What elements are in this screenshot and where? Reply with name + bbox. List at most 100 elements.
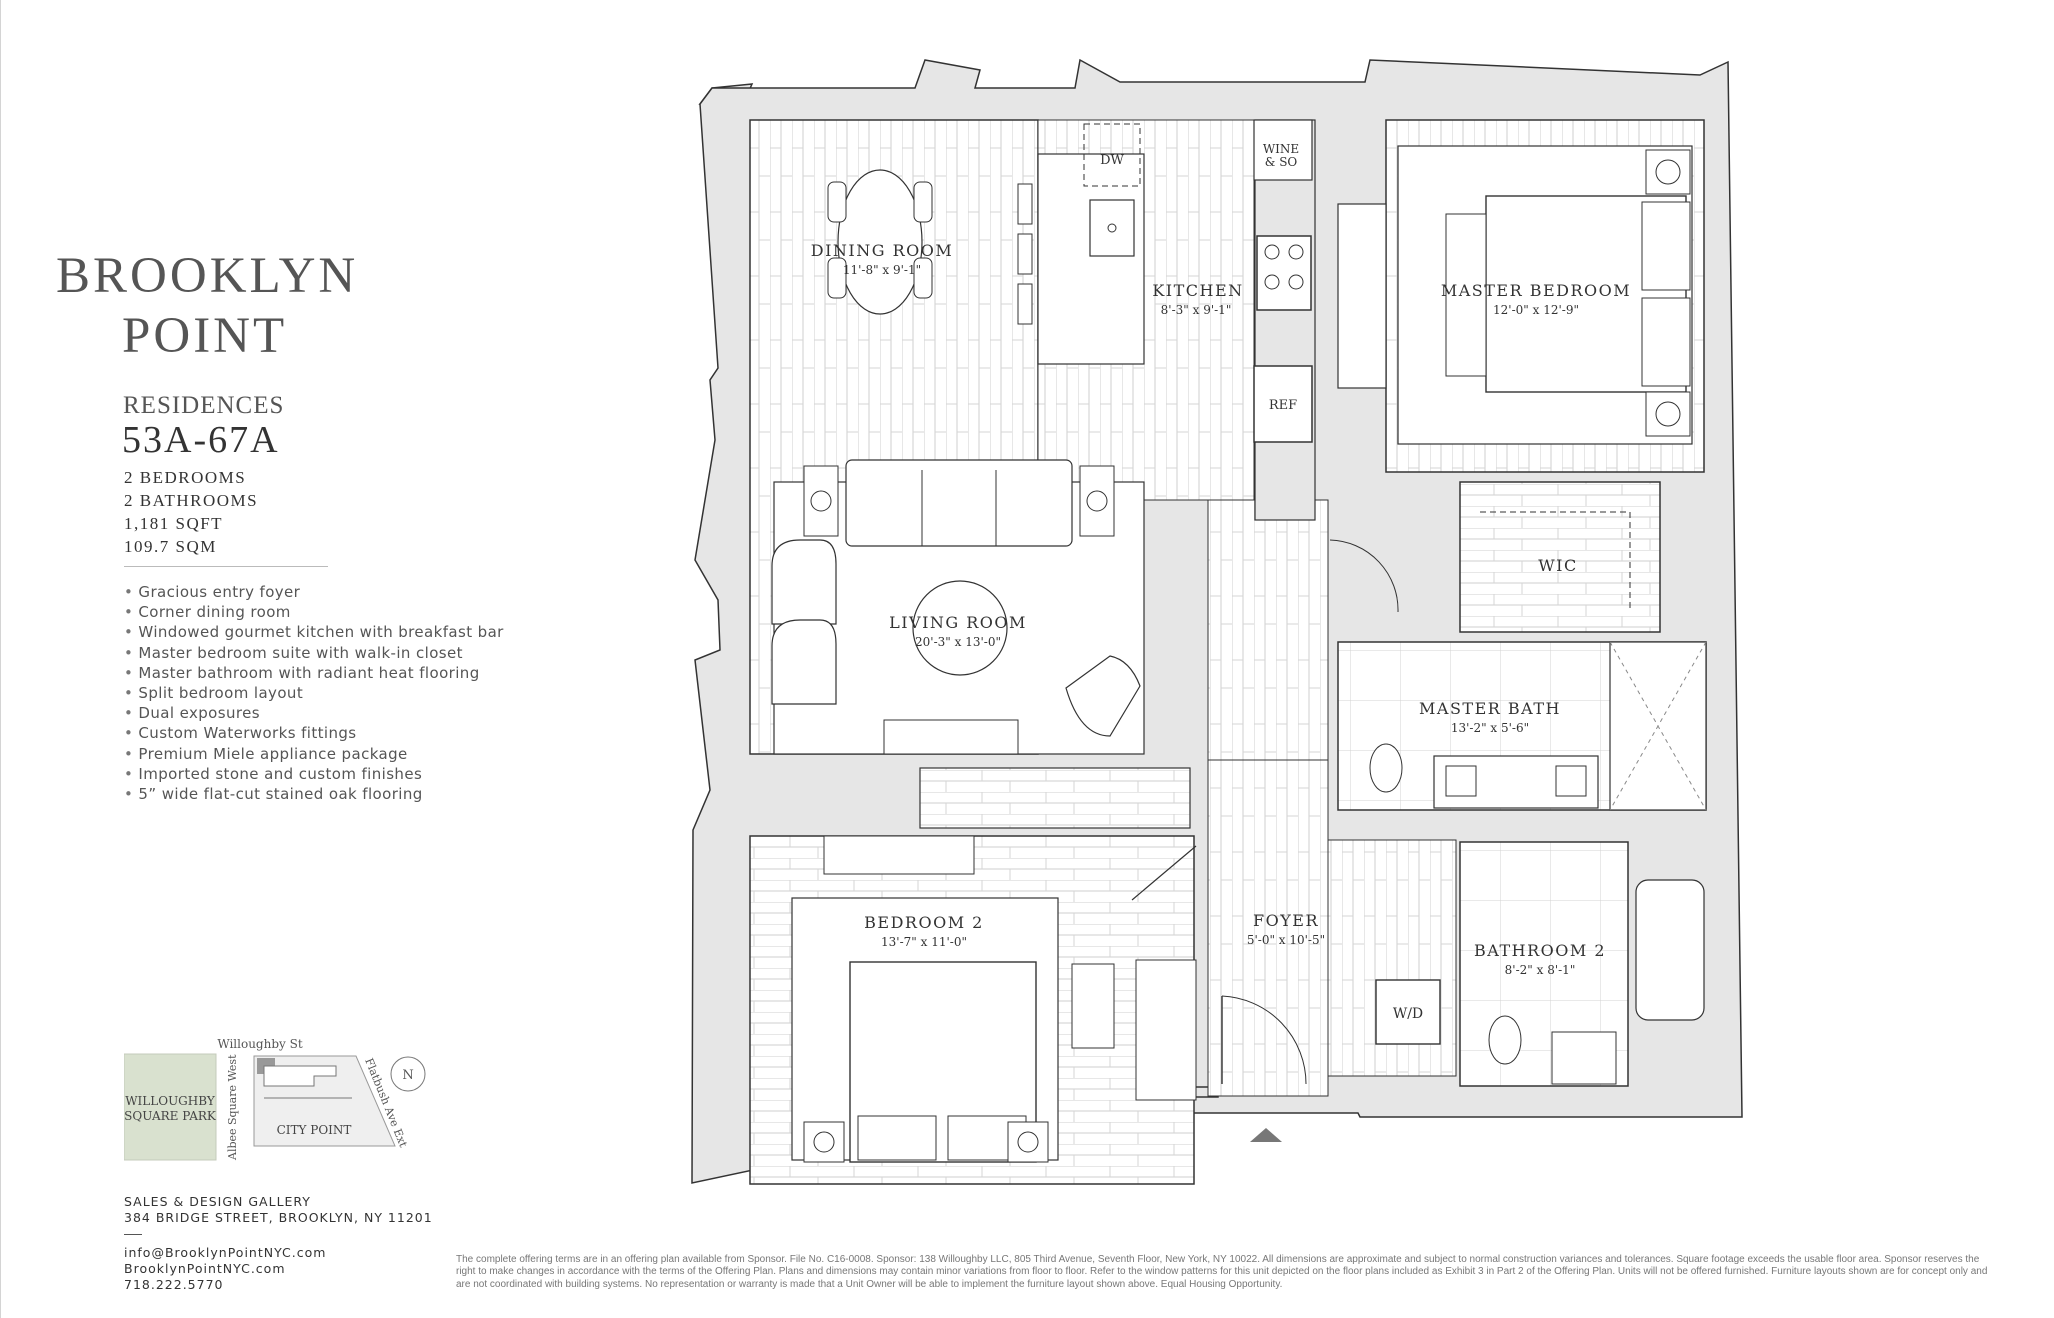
dresser [823, 835, 975, 875]
side-table [1079, 465, 1115, 537]
dining-table [837, 169, 923, 315]
lamp-icon [1017, 1131, 1039, 1153]
north-arrow-icon [390, 1056, 426, 1092]
residences-title: RESIDENCES [123, 392, 285, 419]
entry-arrow-icon [1250, 1128, 1282, 1142]
feature-item: Master bathroom with radiant heat floori… [124, 663, 504, 683]
feature-item: 5” wide flat-cut stained oak flooring [124, 784, 504, 804]
master-bath-name: MASTER BATH [1419, 699, 1561, 718]
bar-stool [1017, 233, 1033, 275]
sales-address: 384 BRIDGE STREET, BROOKLYN, NY 11201 [124, 1210, 433, 1225]
feature-list: Gracious entry foyer Corner dining room … [124, 582, 504, 804]
burner-icon [1288, 244, 1304, 260]
feature-item: Gracious entry foyer [124, 582, 504, 602]
bathtub [1635, 879, 1705, 1021]
park-area [124, 1053, 217, 1161]
nightstand [1645, 149, 1691, 195]
north-label: N [402, 1068, 413, 1083]
toilet-icon [1369, 743, 1403, 793]
foyer-name: FOYER [1253, 911, 1319, 930]
park-label-line-2: SQUARE PARK [124, 1109, 217, 1123]
bathroom-2-name: BATHROOM 2 [1474, 941, 1606, 960]
master-bedroom-dims: 12'-0" x 12'-9" [1493, 303, 1579, 317]
cooktop-icon [1256, 235, 1312, 311]
dining-chair [913, 181, 933, 223]
living-room-name: LIVING ROOM [889, 613, 1027, 632]
built-in-shelf [919, 767, 1191, 829]
residence-number: 53A-67A [122, 419, 280, 461]
nightstand [803, 1121, 845, 1163]
legal-disclaimer: The complete offering terms are in an of… [456, 1254, 1988, 1290]
dining-room-dims: 11'-8" x 9'-1" [843, 263, 921, 277]
master-bath-dims: 13'-2" x 5'-6" [1451, 721, 1529, 735]
refrigerator [1253, 365, 1313, 443]
divider [124, 566, 328, 567]
wic-name: WIC [1538, 556, 1578, 575]
desk [1071, 963, 1115, 1049]
ref-label: REF [1269, 398, 1297, 413]
foyer-dims: 5'-0" x 10'-5" [1247, 933, 1325, 947]
sink-drain-icon [1107, 223, 1117, 233]
feature-item: Premium Miele appliance package [124, 744, 504, 764]
feature-item: Dual exposures [124, 703, 504, 723]
feature-item: Master bedroom suite with walk-in closet [124, 643, 504, 663]
armchair [771, 539, 837, 625]
lamp-icon [1655, 159, 1681, 185]
sales-gallery: SALES & DESIGN GALLERY 384 BRIDGE STREET… [124, 1194, 433, 1226]
bedroom-2-dims: 13'-7" x 11'-0" [881, 935, 967, 949]
sink-icon [1555, 765, 1587, 797]
contact-website[interactable]: BrooklynPointNYC.com [124, 1261, 286, 1276]
sink-icon [1445, 765, 1477, 797]
wine-fridge [1253, 119, 1313, 181]
dining-chair [827, 257, 847, 299]
sofa [845, 459, 1073, 547]
living-room-dims: 20'-3" x 13'-0" [915, 635, 1001, 649]
entry-door-swing [1221, 995, 1307, 1085]
kitchen-counter-wall [1254, 119, 1316, 521]
dining-chair [913, 257, 933, 299]
pillow [857, 1115, 937, 1161]
spec-bathrooms: 2 BATHROOMS [124, 491, 259, 510]
door-swing [1329, 539, 1399, 613]
burner-icon [1264, 244, 1280, 260]
contact-email[interactable]: info@BrooklynPointNYC.com [124, 1245, 327, 1260]
wd-label: W/D [1393, 1006, 1423, 1022]
feature-item: Windowed gourmet kitchen with breakfast … [124, 622, 504, 642]
closet-bedroom-2 [1135, 959, 1197, 1101]
dining-chair [827, 181, 847, 223]
armchair [771, 619, 837, 705]
kitchen-name: KITCHEN [1152, 281, 1243, 300]
pillow [1641, 297, 1691, 387]
master-bedroom-name: MASTER BEDROOM [1441, 281, 1631, 300]
spec-sqm: 109.7 SQM [124, 537, 217, 556]
contact-phone: 718.222.5770 [124, 1277, 224, 1292]
kitchen-dims: 8'-3" x 9'-1" [1161, 303, 1232, 317]
lounge-chair [1065, 655, 1141, 737]
bathroom-2-dims: 8'-2" x 8'-1" [1505, 963, 1576, 977]
burner-icon [1288, 274, 1304, 290]
pillow [1641, 201, 1691, 291]
dining-room-name: DINING ROOM [811, 241, 954, 260]
city-point-label: CITY POINT [277, 1123, 352, 1137]
walk-in-closet [1459, 481, 1661, 633]
bedroom-2-name: BEDROOM 2 [864, 913, 984, 932]
washer-dryer [1375, 979, 1441, 1045]
street-willoughby: Willoughby St [217, 1037, 302, 1051]
closet-master [1337, 203, 1387, 389]
lamp-icon [810, 490, 832, 512]
building-footprint [263, 1065, 337, 1087]
burner-icon [1264, 274, 1280, 290]
wine-label-line-1: WINE [1263, 142, 1299, 156]
nightstand [1007, 1121, 1049, 1163]
feature-item: Corner dining room [124, 602, 504, 622]
bar-stool [1017, 183, 1033, 225]
contact-info: info@BrooklynPointNYC.com BrooklynPointN… [124, 1245, 326, 1293]
bar-stool [1017, 283, 1033, 325]
dishwasher [1083, 123, 1141, 187]
coffee-table [912, 580, 1008, 676]
street-albee: Albee Square West [226, 1054, 239, 1161]
spec-sqft: 1,181 SQFT [124, 514, 224, 533]
feature-item: Split bedroom layout [124, 683, 504, 703]
feature-item: Custom Waterworks fittings [124, 723, 504, 743]
